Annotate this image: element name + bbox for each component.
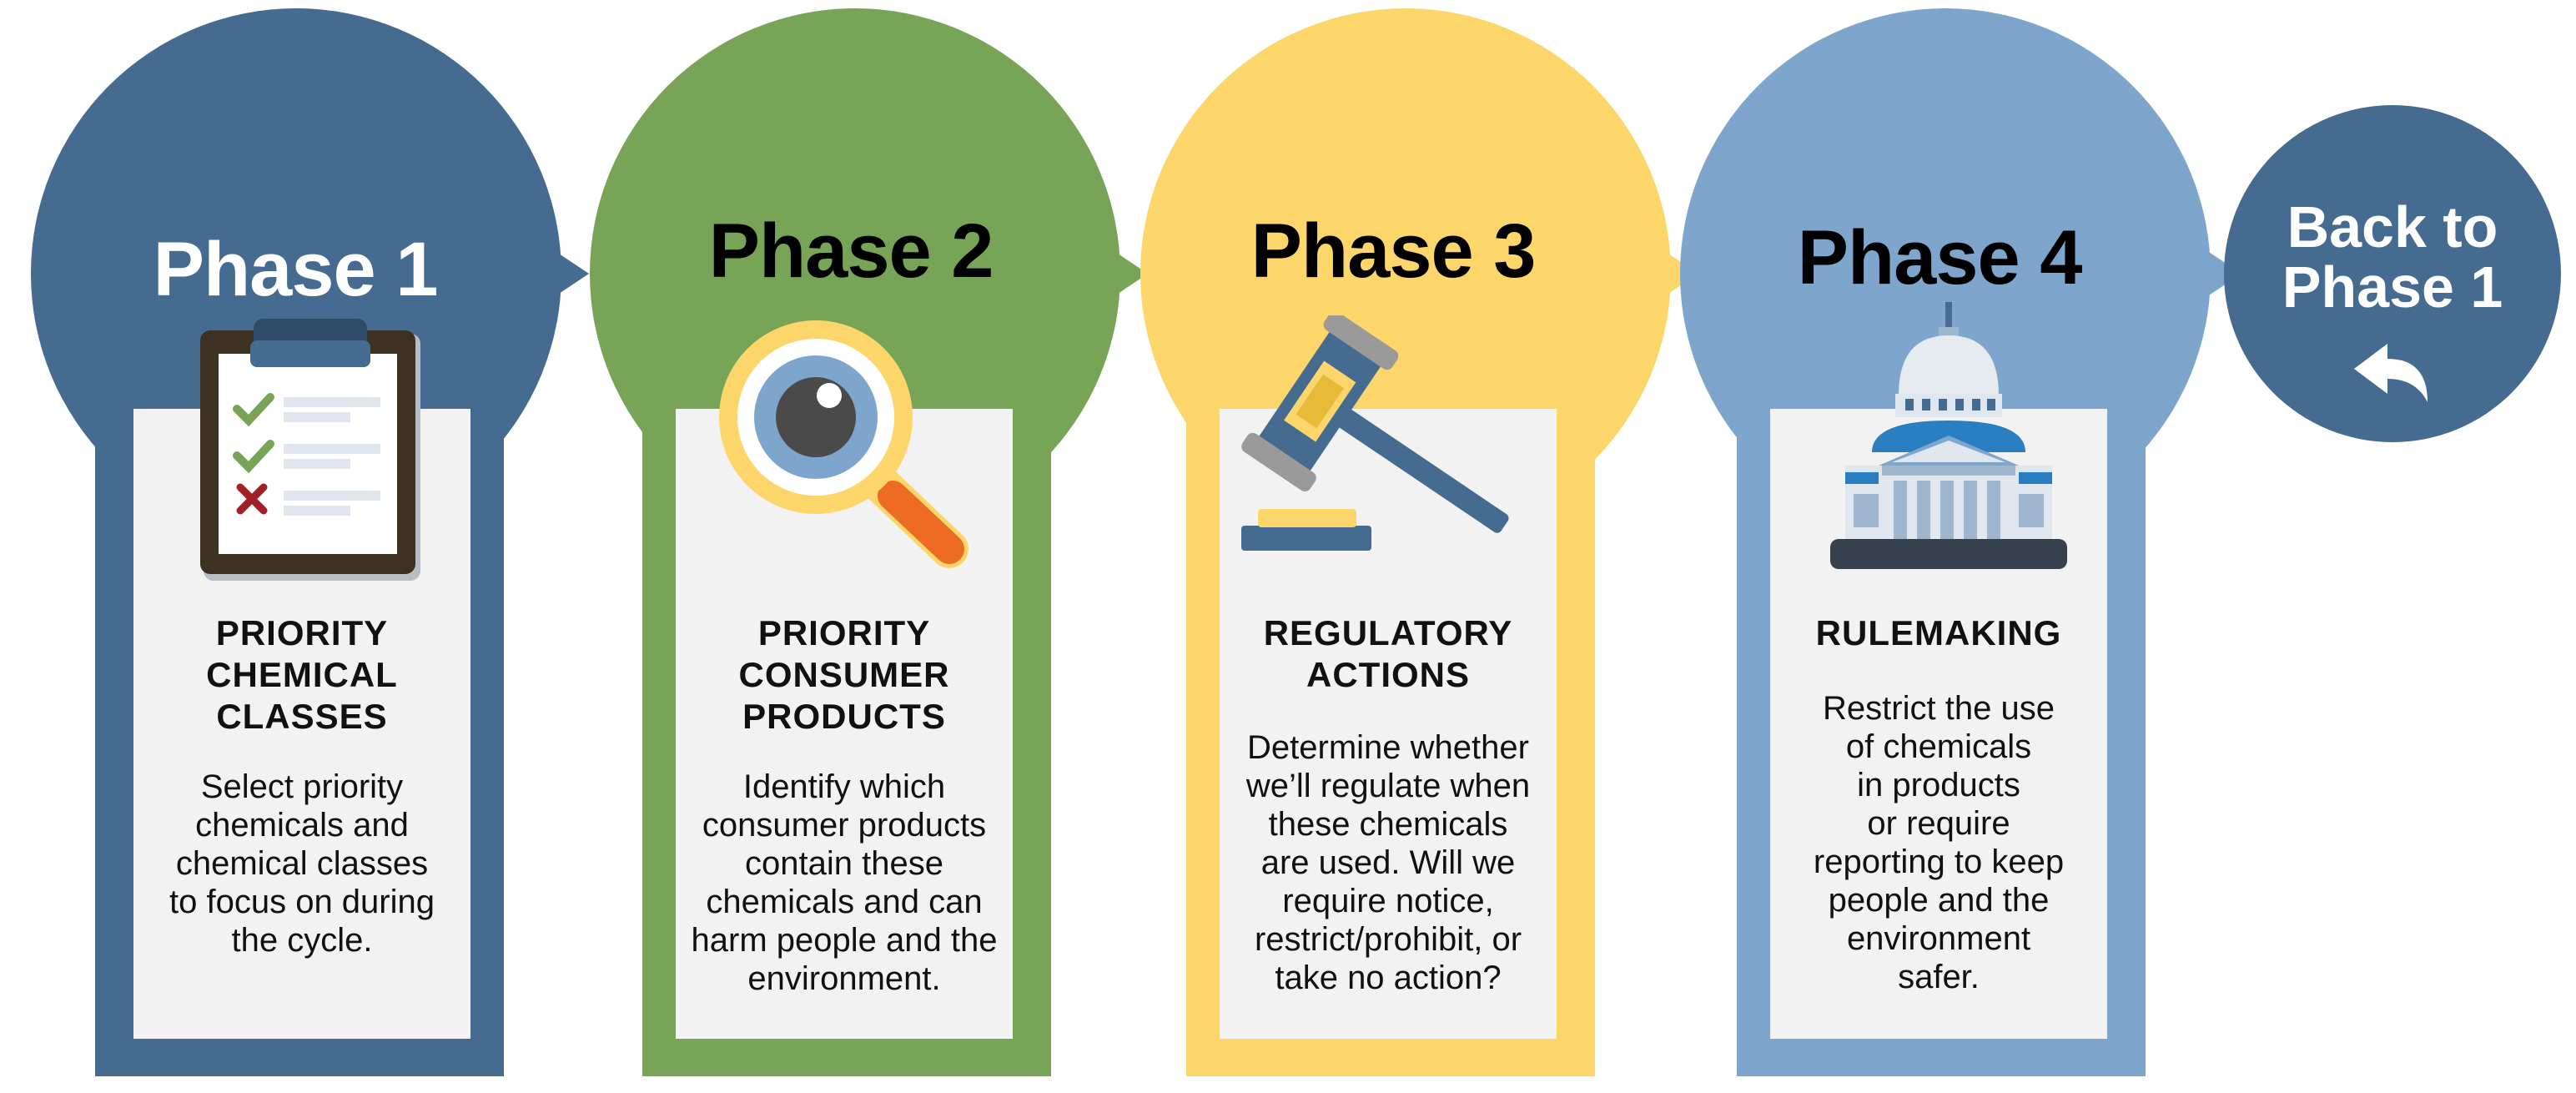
description-line: reporting to keep: [1813, 844, 2065, 880]
gavel-icon: [1241, 315, 1509, 551]
description-line: are used. Will we: [1260, 844, 1516, 881]
description-line: Restrict the use: [1823, 690, 2055, 727]
heading-line: CONSUMER: [738, 655, 950, 694]
phase-3-title: Phase 3: [1250, 209, 1537, 294]
phase-4-title: Phase 4: [1797, 215, 2083, 300]
back-line: Back to: [2287, 194, 2498, 259]
description-line: chemical classes: [175, 845, 429, 882]
back-to-phase-1-label: Back to Phase 1: [2226, 197, 2559, 317]
phase-3-description: Determine whether we’ll regulate when th…: [1220, 728, 1557, 997]
phase-1-heading: PRIORITY CHEMICAL CLASSES: [133, 612, 470, 738]
heading-line: PRODUCTS: [742, 697, 946, 736]
description-line: restrict/prohibit, or: [1254, 921, 1522, 958]
phase-2-heading: PRIORITY CONSUMER PRODUCTS: [676, 612, 1013, 738]
heading-line: CLASSES: [216, 697, 388, 736]
phase-2-title: Phase 2: [708, 209, 994, 294]
description-line: contain these: [745, 845, 943, 882]
description-line: chemicals and can: [706, 884, 983, 920]
description-line: require notice,: [1282, 883, 1494, 919]
phase-2-description: Identify which consumer products contain…: [676, 768, 1013, 998]
heading-line: ACTIONS: [1306, 655, 1470, 694]
description-line: Determine whether: [1247, 729, 1529, 766]
clipboard-checklist-icon: [200, 319, 420, 581]
back-line: Phase 1: [2282, 254, 2503, 320]
phase-4-description: Restrict the use of chemicals in product…: [1770, 689, 2107, 996]
description-line: Identify which: [742, 768, 946, 805]
description-line: the cycle.: [231, 922, 373, 959]
phase-1-shape: [31, 8, 589, 1076]
description-line: safer.: [1898, 959, 1980, 995]
description-line: we’ll regulate when: [1245, 768, 1531, 804]
description-line: consumer products: [702, 807, 987, 844]
description-line: Select priority: [200, 768, 404, 805]
description-line: or require: [1867, 805, 2010, 842]
phase-1-description: Select priority chemicals and chemical c…: [133, 768, 470, 960]
phase-4-heading: RULEMAKING: [1770, 612, 2107, 654]
return-arrow-icon: [2354, 344, 2428, 402]
description-line: to focus on during: [169, 884, 435, 920]
phase-3-heading: REGULATORY ACTIONS: [1220, 612, 1557, 696]
description-line: these chemicals: [1268, 806, 1508, 843]
heading-line: RULEMAKING: [1815, 613, 2062, 652]
description-line: chemicals and: [195, 807, 409, 844]
capitol-building-icon: [1830, 302, 2067, 569]
heading-line: CHEMICAL: [206, 655, 398, 694]
magnifying-glass-eye-icon: [719, 320, 969, 568]
description-line: environment: [1846, 920, 2031, 957]
phase-1-title: Phase 1: [153, 227, 439, 312]
description-line: take no action?: [1275, 960, 1502, 996]
description-line: environment.: [747, 960, 941, 997]
heading-line: REGULATORY: [1263, 613, 1513, 652]
description-line: of chemicals: [1845, 728, 2032, 765]
description-line: harm people and the: [691, 922, 998, 959]
description-line: people and the: [1828, 882, 2050, 919]
heading-line: PRIORITY: [757, 613, 931, 652]
back-circle: [2224, 105, 2561, 442]
heading-line: PRIORITY: [215, 613, 389, 652]
description-line: in products: [1857, 767, 2020, 803]
